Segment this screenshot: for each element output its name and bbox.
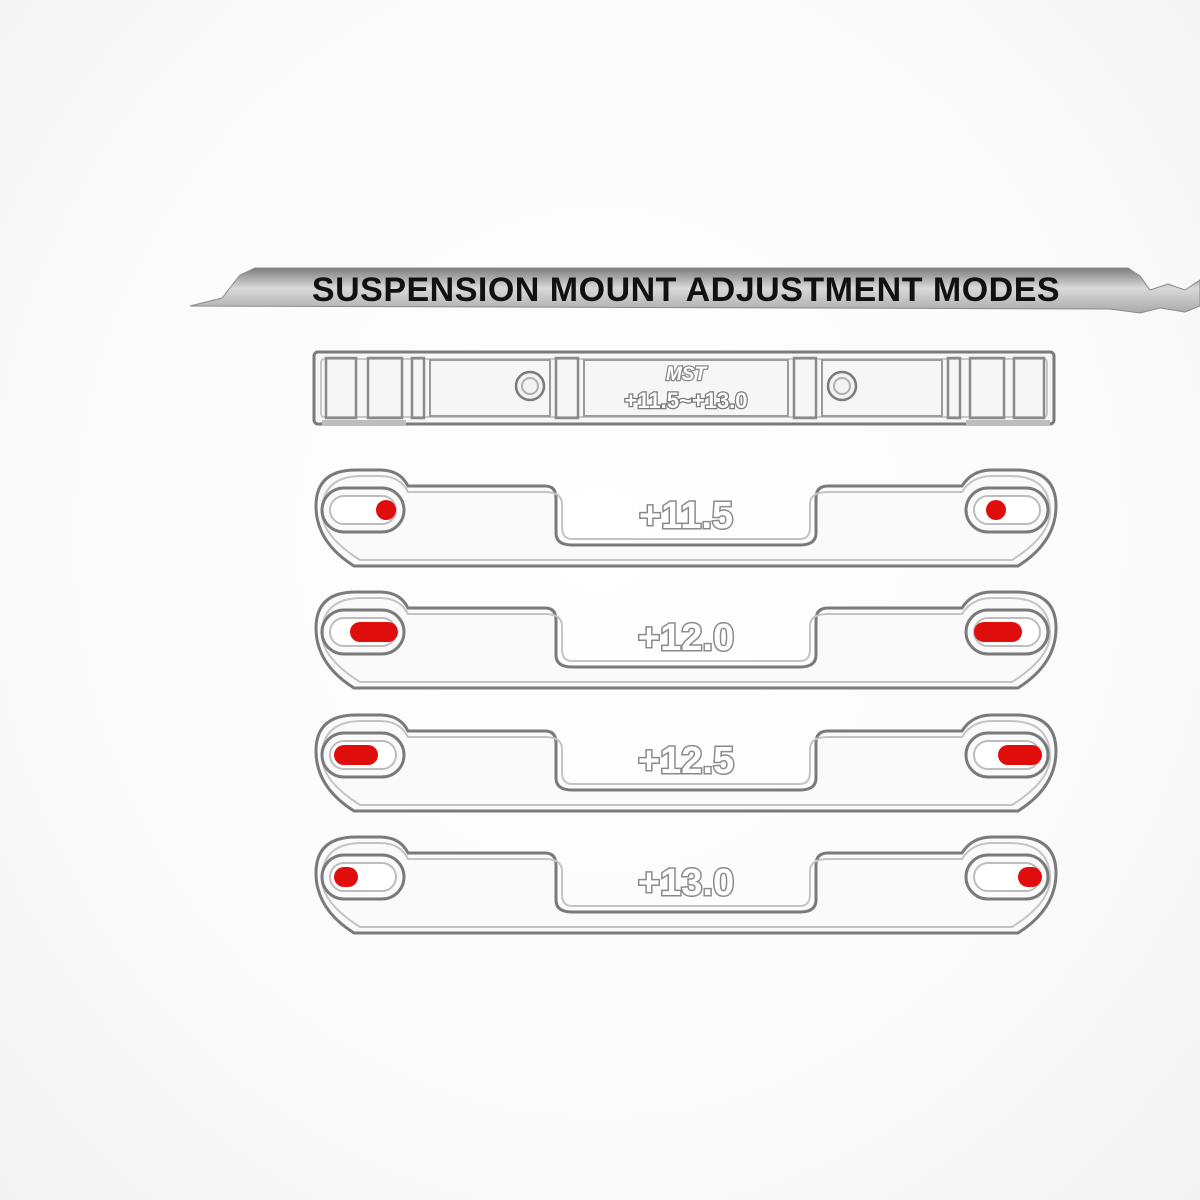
- mode-plate-1: +11.5: [314, 468, 1058, 568]
- mode-plate-4: +13.0: [314, 835, 1058, 935]
- mode-label: +12.5: [638, 740, 734, 782]
- plate-outline: [314, 468, 1058, 568]
- plate-inner-outline: [320, 597, 1052, 683]
- top-part-center-section: [583, 359, 789, 417]
- left-position-marker: [376, 500, 396, 520]
- plate-outline: [314, 835, 1058, 935]
- top-part-left-foot: [322, 420, 406, 426]
- top-part-left-section: [429, 359, 551, 417]
- right-position-marker: [986, 500, 1006, 520]
- right-position-marker: [974, 622, 1022, 642]
- plate-outline: [314, 713, 1058, 813]
- top-part-left-block-1: [324, 356, 358, 420]
- right-position-marker: [998, 745, 1042, 765]
- left-position-marker: [334, 867, 358, 887]
- adjustment-range-text: +11.5~+13.0: [625, 388, 748, 413]
- top-part-left-hole: [514, 370, 546, 402]
- plate-outline: [314, 590, 1058, 690]
- title-banner: SUSPENSION MOUNT ADJUSTMENT MODES: [189, 267, 1200, 314]
- top-part-center-divider-left: [554, 356, 580, 420]
- brand-logo-text: MST: [666, 364, 708, 385]
- right-slot-inner: [973, 495, 1041, 525]
- plate-inner-outline: [320, 475, 1052, 561]
- top-mount-part: MST +11.5~+13.0: [312, 350, 1056, 426]
- top-part-left-block-3: [410, 356, 426, 420]
- top-part-right-block-1: [1012, 356, 1046, 420]
- banner-strip: [189, 267, 1200, 314]
- mode-plate-3: +12.5: [314, 713, 1058, 813]
- top-part-right-block-2: [968, 356, 1006, 420]
- top-part-right-foot: [966, 420, 1050, 426]
- page-title: SUSPENSION MOUNT ADJUSTMENT MODES: [312, 271, 1060, 309]
- mode-label: +13.0: [638, 862, 734, 904]
- mode-label: +12.0: [638, 617, 734, 659]
- left-position-marker: [334, 745, 378, 765]
- top-part-right-hole-inner: [833, 377, 851, 395]
- plate-inner-outline: [320, 842, 1052, 928]
- mode-plate-2: +12.0: [314, 590, 1058, 690]
- right-position-marker: [1018, 867, 1042, 887]
- plate-inner-outline: [320, 720, 1052, 806]
- top-part-right-block-3: [946, 356, 962, 420]
- top-part-center-divider-right: [792, 356, 818, 420]
- top-part-right-hole: [826, 370, 858, 402]
- top-part-left-block-2: [366, 356, 404, 420]
- top-part-left-hole-inner: [521, 377, 539, 395]
- mode-label: +11.5: [639, 495, 733, 537]
- mode-plates: +11.5 +12.0 +12.5 +13.0: [314, 468, 1058, 935]
- top-part-right-section: [821, 359, 943, 417]
- top-part-outline: [312, 350, 1056, 426]
- left-position-marker: [350, 622, 398, 642]
